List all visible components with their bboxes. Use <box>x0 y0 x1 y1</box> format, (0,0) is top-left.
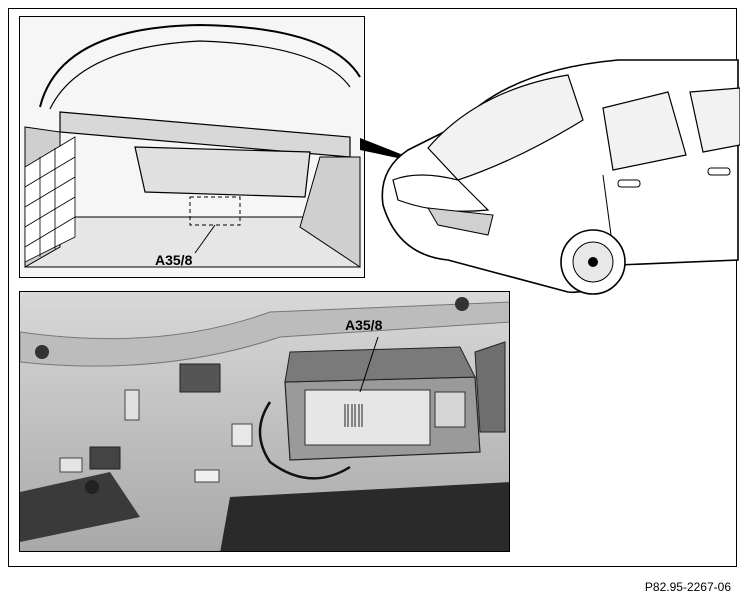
trunk-illustration <box>20 17 364 277</box>
module-a35-8 <box>284 346 481 461</box>
trunk-inset <box>19 16 365 278</box>
trunk-callout: A35/8 <box>155 252 193 268</box>
installation-photo <box>19 291 510 552</box>
module-label <box>304 389 431 446</box>
module-outline <box>189 196 241 226</box>
car-illustration <box>368 30 740 310</box>
figure-reference: P82.95-2267-06 <box>644 580 731 594</box>
cargo-net <box>24 136 76 263</box>
photo-callout: A35/8 <box>345 317 383 333</box>
